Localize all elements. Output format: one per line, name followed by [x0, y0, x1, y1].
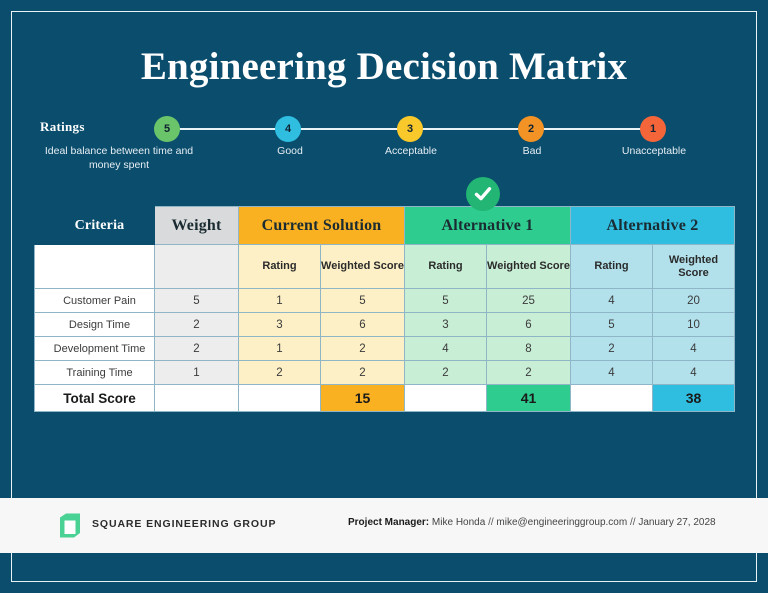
cell-rating: 5: [404, 288, 487, 313]
ratings-captions: Ideal balance between time and money spe…: [0, 144, 768, 184]
header-current-solution: Current Solution: [238, 206, 405, 245]
rating-dot-3[interactable]: 3: [397, 116, 423, 142]
cell-weight: 2: [154, 336, 239, 361]
subheader-current-rating: Rating: [238, 244, 321, 289]
cell-rating: 5: [570, 312, 653, 337]
cell-weighted-score: 20: [652, 288, 735, 313]
subheader-current-weighted-score: Weighted Score: [320, 244, 405, 289]
project-manager-email: mike@engineeringgroup.com: [496, 517, 628, 528]
cell-rating: 1: [238, 288, 321, 313]
cell-weighted-score: 25: [486, 288, 571, 313]
decision-matrix-table: Criteria Weight Current Solution Alterna…: [34, 206, 735, 412]
cell-criteria: Design Time: [34, 312, 155, 337]
total-rating-blank: [238, 384, 321, 412]
cell-rating: 2: [570, 336, 653, 361]
table-header-row: Criteria Weight Current Solution Alterna…: [34, 206, 735, 245]
total-score: 41: [486, 384, 571, 412]
project-manager-label: Project Manager:: [348, 517, 430, 528]
cell-weighted-score: 8: [486, 336, 571, 361]
cell-criteria: Customer Pain: [34, 288, 155, 313]
cell-weighted-score: 4: [652, 360, 735, 385]
cell-rating: 4: [570, 288, 653, 313]
check-circle-icon: [466, 177, 500, 211]
header-alternative-1: Alternative 1: [404, 206, 571, 245]
rating-dot-2[interactable]: 2: [518, 116, 544, 142]
cell-rating: 2: [238, 360, 321, 385]
rating-caption-2: Bad: [522, 145, 542, 157]
rating-dot-4[interactable]: 4: [275, 116, 301, 142]
ratings-label: Ratings: [40, 119, 85, 134]
rating-caption-3: Acceptable: [385, 145, 437, 157]
rating-caption-5: Ideal balance between time and money spe…: [44, 145, 194, 171]
table-subheader-row: Rating Weighted Score Rating Weighted Sc…: [34, 244, 735, 289]
footer-bar: SQUARE ENGINEERING GROUP Project Manager…: [0, 498, 768, 553]
total-score: 38: [652, 384, 735, 412]
rating-caption-4: Good: [277, 145, 303, 157]
cell-rating: 4: [570, 360, 653, 385]
cell-rating: 3: [404, 312, 487, 337]
cell-weighted-score: 6: [320, 312, 405, 337]
cell-weighted-score: 2: [486, 360, 571, 385]
brand-name: SQUARE ENGINEERING GROUP: [92, 518, 277, 530]
meta-separator-2: //: [629, 517, 636, 528]
header-alternative-2: Alternative 2: [570, 206, 735, 245]
cell-criteria: Training Time: [34, 360, 155, 385]
total-rating-blank: [570, 384, 653, 412]
header-weight: Weight: [154, 206, 239, 245]
cell-rating: 2: [404, 360, 487, 385]
total-row: Total Score 15 41 38: [34, 384, 735, 412]
subheader-blank-weight: [154, 244, 239, 289]
cell-rating: 3: [238, 312, 321, 337]
cell-weight: 1: [154, 360, 239, 385]
cell-weighted-score: 5: [320, 288, 405, 313]
project-meta: Project Manager: Mike Honda // mike@engi…: [348, 517, 716, 528]
ratings-scale: 5 4 3 2 1: [140, 116, 680, 142]
cell-weighted-score: 10: [652, 312, 735, 337]
rating-dot-5[interactable]: 5: [154, 116, 180, 142]
cell-weight: 2: [154, 312, 239, 337]
cell-criteria: Development Time: [34, 336, 155, 361]
header-criteria: Criteria: [34, 206, 155, 245]
total-label: Total Score: [34, 384, 155, 412]
rating-caption-1: Unacceptable: [621, 145, 687, 157]
subheader-alt1-weighted-score: Weighted Score: [486, 244, 571, 289]
cell-rating: 1: [238, 336, 321, 361]
total-weight-blank: [154, 384, 239, 412]
project-date: January 27, 2028: [638, 517, 716, 528]
subheader-alt1-rating: Rating: [404, 244, 487, 289]
project-manager-name: Mike Honda: [431, 517, 486, 528]
green-cube-logo-icon: [57, 512, 83, 539]
cell-weighted-score: 2: [320, 360, 405, 385]
rating-dot-1[interactable]: 1: [640, 116, 666, 142]
cell-weighted-score: 6: [486, 312, 571, 337]
cell-weight: 5: [154, 288, 239, 313]
cell-weighted-score: 2: [320, 336, 405, 361]
subheader-alt2-rating: Rating: [570, 244, 653, 289]
cell-rating: 4: [404, 336, 487, 361]
total-score: 15: [320, 384, 405, 412]
subheader-alt2-weighted-score: Weighted Score: [652, 244, 735, 289]
page-title: Engineering Decision Matrix: [140, 45, 628, 88]
cell-weighted-score: 4: [652, 336, 735, 361]
total-rating-blank: [404, 384, 487, 412]
meta-separator-1: //: [488, 517, 494, 528]
subheader-blank-criteria: [34, 244, 155, 289]
